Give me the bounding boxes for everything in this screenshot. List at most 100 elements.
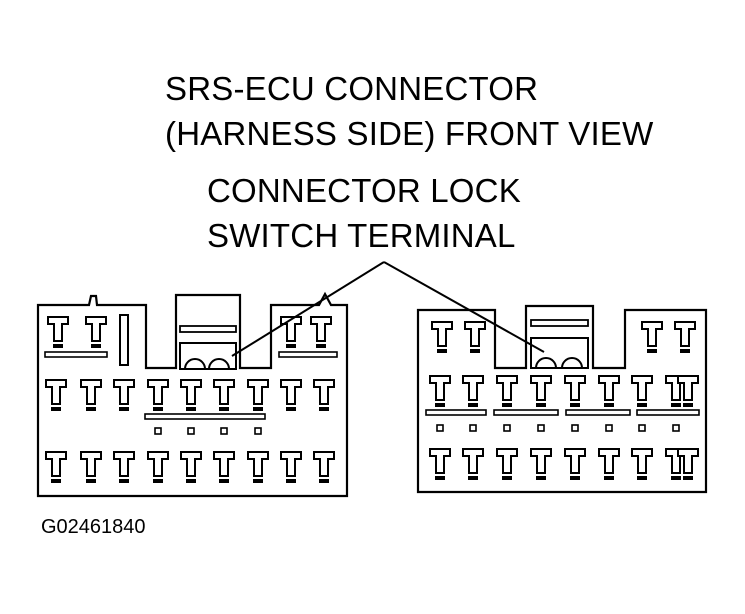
terminal-lock-tab	[253, 479, 263, 483]
terminal-cavity	[85, 316, 107, 342]
terminal-lock-tab	[286, 479, 296, 483]
terminal-cavity	[280, 379, 302, 405]
terminal-cavity	[247, 451, 269, 477]
terminal-lock-tab	[604, 403, 614, 407]
terminal-lock-tab	[671, 403, 681, 407]
terminal-cavity	[113, 451, 135, 477]
terminal-lock-tab	[316, 344, 326, 348]
retainer-bar	[636, 409, 700, 416]
terminal-lock-tab	[470, 349, 480, 353]
terminal-lock-tab	[647, 349, 657, 353]
terminal-square	[571, 424, 579, 432]
terminal-cavity	[80, 379, 102, 405]
lock-switch-contact	[208, 358, 230, 370]
terminal-cavity	[280, 451, 302, 477]
leader-line-right	[383, 261, 545, 353]
retainer-bar	[565, 409, 631, 416]
terminal-lock-tab	[53, 344, 63, 348]
terminal-cavity	[45, 379, 67, 405]
terminal-cavity	[313, 451, 335, 477]
terminal-lock-tab	[186, 479, 196, 483]
terminal-cavity	[313, 379, 335, 405]
terminal-lock-tab	[51, 479, 61, 483]
terminal-lock-tab	[468, 403, 478, 407]
terminal-cavity	[598, 448, 620, 474]
terminal-lock-tab	[502, 476, 512, 480]
retainer-bar	[493, 409, 559, 416]
terminal-cavity	[631, 448, 653, 474]
terminal-square	[638, 424, 646, 432]
terminal-cavity	[180, 451, 202, 477]
terminal-square	[537, 424, 545, 432]
terminal-cavity	[677, 448, 699, 474]
lock-window-bar	[179, 325, 237, 333]
terminal-lock-tab	[86, 479, 96, 483]
terminal-cavity	[431, 321, 453, 347]
terminal-lock-tab	[186, 407, 196, 411]
terminal-lock-tab	[319, 479, 329, 483]
terminal-square	[220, 427, 228, 435]
lock-switch-contact	[535, 357, 557, 369]
terminal-cavity	[496, 375, 518, 401]
terminal-square	[469, 424, 477, 432]
terminal-square	[672, 424, 680, 432]
terminal-lock-tab	[502, 403, 512, 407]
retainer-bar	[425, 409, 487, 416]
terminal-lock-tab	[570, 476, 580, 480]
terminal-lock-tab	[286, 407, 296, 411]
terminal-cavity	[147, 379, 169, 405]
terminal-square	[436, 424, 444, 432]
terminal-cavity	[564, 375, 586, 401]
terminal-lock-tab	[637, 476, 647, 480]
terminal-cavity	[564, 448, 586, 474]
lock-switch-contact	[184, 358, 206, 370]
terminal-lock-tab	[119, 407, 129, 411]
terminal-lock-tab	[319, 407, 329, 411]
terminal-lock-tab	[51, 407, 61, 411]
terminal-lock-tab	[86, 407, 96, 411]
terminal-lock-tab	[437, 349, 447, 353]
terminal-cavity	[113, 379, 135, 405]
terminal-cavity	[247, 379, 269, 405]
figure-id: G02461840	[41, 516, 146, 538]
terminal-lock-tab	[119, 479, 129, 483]
terminal-lock-tab	[91, 344, 101, 348]
terminal-cavity	[213, 451, 235, 477]
terminal-cavity	[310, 316, 332, 342]
left-connector-housing	[36, 291, 349, 498]
lock-window-bar	[530, 319, 589, 327]
lock-switch-contact	[561, 357, 583, 369]
terminal-lock-tab	[671, 476, 681, 480]
retainer-bar	[278, 351, 338, 358]
terminal-cavity	[598, 375, 620, 401]
terminal-cavity	[462, 448, 484, 474]
terminal-square	[503, 424, 511, 432]
terminal-square	[187, 427, 195, 435]
terminal-cavity	[429, 448, 451, 474]
terminal-cavity	[47, 316, 69, 342]
callout-label-line-2: SWITCH TERMINAL	[207, 217, 516, 254]
terminal-lock-tab	[683, 403, 693, 407]
terminal-square	[254, 427, 262, 435]
diagram-title-line-1: SRS-ECU CONNECTOR	[165, 70, 539, 107]
terminal-cavity	[462, 375, 484, 401]
terminal-cavity	[530, 448, 552, 474]
right-connector-housing	[416, 304, 708, 494]
terminal-lock-tab	[219, 479, 229, 483]
terminal-cavity	[641, 321, 663, 347]
terminal-lock-tab	[153, 479, 163, 483]
terminal-lock-tab	[435, 476, 445, 480]
terminal-cavity	[631, 375, 653, 401]
terminal-cavity	[496, 448, 518, 474]
terminal-lock-tab	[680, 349, 690, 353]
terminal-lock-tab	[604, 476, 614, 480]
terminal-cavity	[180, 379, 202, 405]
terminal-lock-tab	[153, 407, 163, 411]
terminal-lock-tab	[435, 403, 445, 407]
terminal-lock-tab	[253, 407, 263, 411]
terminal-square	[154, 427, 162, 435]
terminal-cavity	[45, 451, 67, 477]
lock-window	[530, 337, 589, 369]
diagram-title-line-2: (HARNESS SIDE) FRONT VIEW	[165, 115, 654, 152]
